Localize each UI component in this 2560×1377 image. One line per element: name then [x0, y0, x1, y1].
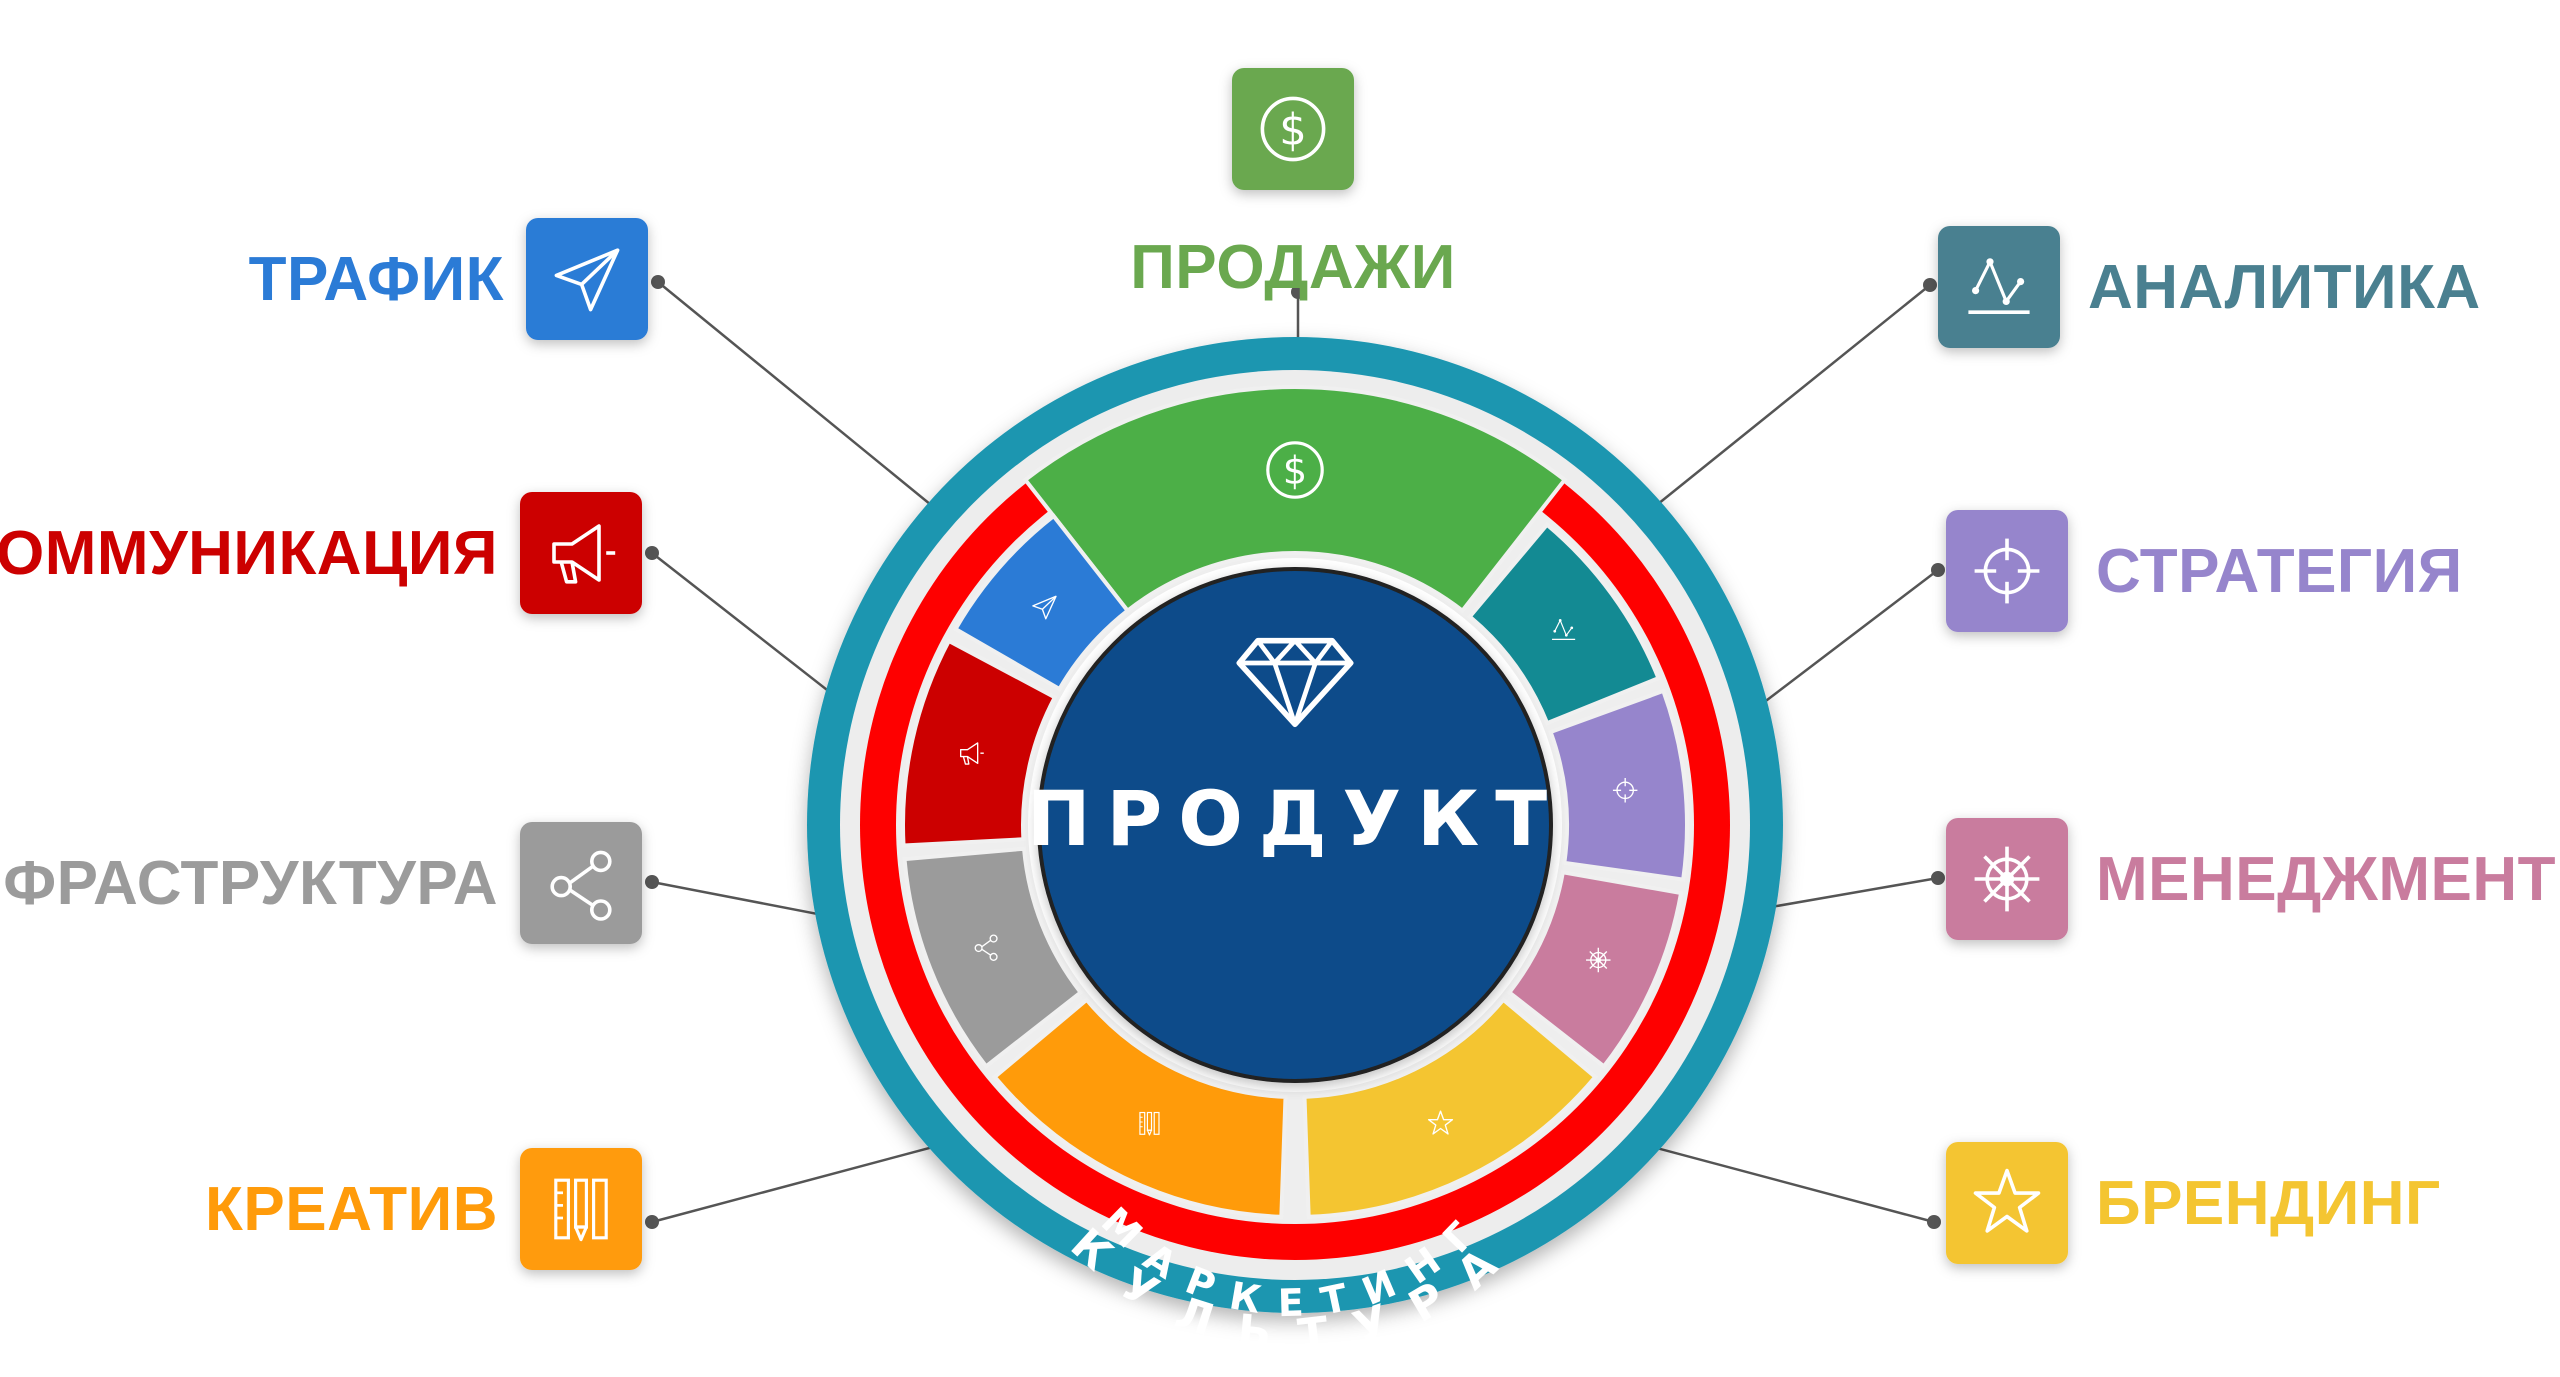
label-traffic: ТРАФИК [249, 245, 504, 314]
segment-management [1506, 869, 1684, 1070]
product-title: ПРОДУКТ [1027, 774, 1563, 863]
tile-sales[interactable]: ПРОДАЖИ [1130, 68, 1456, 302]
segments-ring [901, 384, 1689, 1219]
tile-analytics[interactable]: АНАЛИТИКА [1938, 226, 2481, 348]
connector-dot-sales [1291, 285, 1305, 299]
label-sales: ПРОДАЖИ [1130, 233, 1456, 302]
connector-dot-infrastructure [645, 875, 659, 889]
tile-branding-bg [1946, 1142, 2068, 1264]
segment-branding [1302, 997, 1599, 1219]
connector-dot-strategy [1931, 563, 1945, 577]
segment-analytics [1467, 521, 1662, 726]
tile-communication-bg [520, 492, 642, 614]
tile-branding[interactable]: БРЕНДИНГ [1946, 1142, 2441, 1264]
connector-dot-traffic [651, 275, 665, 289]
tile-strategy[interactable]: СТРАТЕГИЯ [1946, 510, 2463, 632]
connector-dot-branding [1927, 1215, 1941, 1229]
tile-creative-bg [520, 1148, 642, 1270]
tile-infrastructure[interactable]: ИНФРАСТРУКТУРА [0, 822, 642, 944]
segment-creative [991, 997, 1288, 1219]
tile-traffic[interactable]: ТРАФИК [249, 218, 648, 340]
segment-sales [1022, 384, 1568, 614]
label-infrastructure: ИНФРАСТРУКТУРА [0, 849, 498, 918]
tile-management[interactable]: МЕНЕДЖМЕНТ [1946, 818, 2556, 940]
label-creative: КРЕАТИВ [205, 1175, 498, 1244]
tile-strategy-bg [1946, 510, 2068, 632]
connector-dot-management [1931, 871, 1945, 885]
label-management: МЕНЕДЖМЕНТ [2096, 845, 2556, 914]
category-tiles: ПРОДАЖИ АНАЛИТИКА СТРАТЕГИЯ МЕНЕДЖМЕНТ БРЕНД… [0, 68, 2556, 1270]
tile-communication[interactable]: КОММУНИКАЦИЯ [0, 492, 642, 614]
tile-infrastructure-bg [520, 822, 642, 944]
connector-dot-analytics [1923, 278, 1937, 292]
label-communication: КОММУНИКАЦИЯ [0, 519, 498, 588]
segment-communication [901, 638, 1058, 848]
connector-dot-creative [645, 1215, 659, 1229]
label-strategy: СТРАТЕГИЯ [2096, 537, 2463, 606]
connector-dot-communication [645, 546, 659, 560]
label-branding: БРЕНДИНГ [2096, 1169, 2441, 1238]
label-analytics: АНАЛИТИКА [2088, 253, 2481, 322]
product-circle [1037, 567, 1553, 1083]
tile-creative[interactable]: КРЕАТИВ [205, 1148, 642, 1270]
